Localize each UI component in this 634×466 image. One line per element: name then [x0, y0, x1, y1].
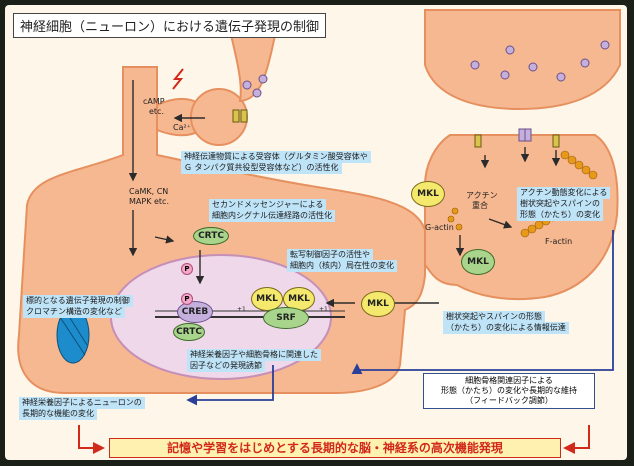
- feedback-box: 細胞骨格関連因子による 形態（かたち）の変化や長期的な維持 （フィードバック調節…: [423, 373, 595, 409]
- creb-protein: CREB: [177, 301, 213, 323]
- tss-marker: +1: [237, 306, 246, 313]
- feedback-line2: 形態（かたち）の変化や長期的な維持: [441, 386, 577, 395]
- actin-polymer-label: アクチン: [466, 191, 498, 200]
- phosphate-icon: P: [181, 293, 193, 305]
- calcium-label: Ca²⁺: [173, 123, 191, 132]
- g-actin-monomers: [447, 207, 463, 231]
- receptor-box-line2: Ｇ タンパク質共役型受容体など）の活性化: [181, 162, 342, 174]
- g-actin-label: G-actin: [425, 223, 454, 232]
- tf-box-line2: 細胞内（核内）局在性の変化: [287, 260, 397, 272]
- crtc-cytoplasm: CRTC: [193, 227, 229, 245]
- second-messenger-box-line2: 細胞内シグナル伝達経路の活性化: [209, 210, 335, 222]
- camp-etc-label: etc.: [149, 107, 164, 116]
- page-title: 神経細胞（ニューロン）における遺伝子発現の制御: [13, 13, 327, 38]
- mkl-cytoplasm: MKL: [361, 291, 395, 317]
- diagram-frame: 神経細胞（ニューロン）における遺伝子発現の制御 cAMP etc. Ca²⁺ C…: [5, 5, 627, 460]
- phosphate-icon: P: [181, 263, 193, 275]
- actin-box-line3: 形態（かたち）の変化: [517, 209, 603, 221]
- target-gene-box-line2: クロマチン構造の変化など: [23, 306, 125, 318]
- spine-box-line2: （かたち）の変化による情報伝達: [443, 322, 569, 334]
- neurotrophic-box-line1: 神経栄養因子や細胞骨格に関連した: [187, 349, 321, 361]
- feedback-line3: （フィードバック調節）: [465, 396, 553, 405]
- lightning-icon: [172, 68, 184, 90]
- f-actin-label: F-actin: [545, 237, 573, 246]
- camk-label: CaMK, CN: [129, 187, 169, 196]
- actin-polymer-label-2: 重合: [472, 201, 488, 210]
- presynaptic-terminal-left: [229, 34, 277, 103]
- actin-box-line1: アクチン動態変化による: [517, 187, 611, 199]
- bottom-message: 記憶や学習をはじめとする長期的な脳・神経系の高次機能発現: [109, 438, 561, 458]
- spine-box-line1: 樹状突起やスパインの形態: [443, 311, 545, 323]
- crtc-nucleus: CRTC: [173, 323, 205, 341]
- feedback-line1: 細胞骨格関連因子による: [465, 376, 553, 385]
- mapk-label: MAPK etc.: [129, 197, 169, 206]
- srf-protein: SRF: [263, 307, 309, 329]
- neurotrophic-box-line2: 因子などの発現誘節: [187, 360, 265, 372]
- mkl-spine: MKL: [411, 181, 445, 207]
- tss-marker: +1: [319, 306, 328, 313]
- presynaptic-terminal-right: [424, 9, 621, 111]
- actin-box-line2: 樹状突起やスパインの: [517, 198, 603, 210]
- camp-label: cAMP: [143, 97, 165, 106]
- target-gene-box-line1: 標的となる遺伝子発現の制御: [23, 295, 133, 307]
- long-term-box-line2: 長期的な機能の変化: [19, 408, 97, 420]
- long-term-box-line1: 神経栄養因子によるニューロンの: [19, 397, 145, 409]
- receptor-box-line1: 神経伝達物質による受容体（グルタミン酸受容体や: [181, 151, 371, 163]
- tf-box-line1: 転写制御因子の活性や: [287, 249, 373, 261]
- mkl-spine-2: MKL: [461, 249, 495, 275]
- second-messenger-box-line1: セカンドメッセンジャーによる: [209, 199, 327, 211]
